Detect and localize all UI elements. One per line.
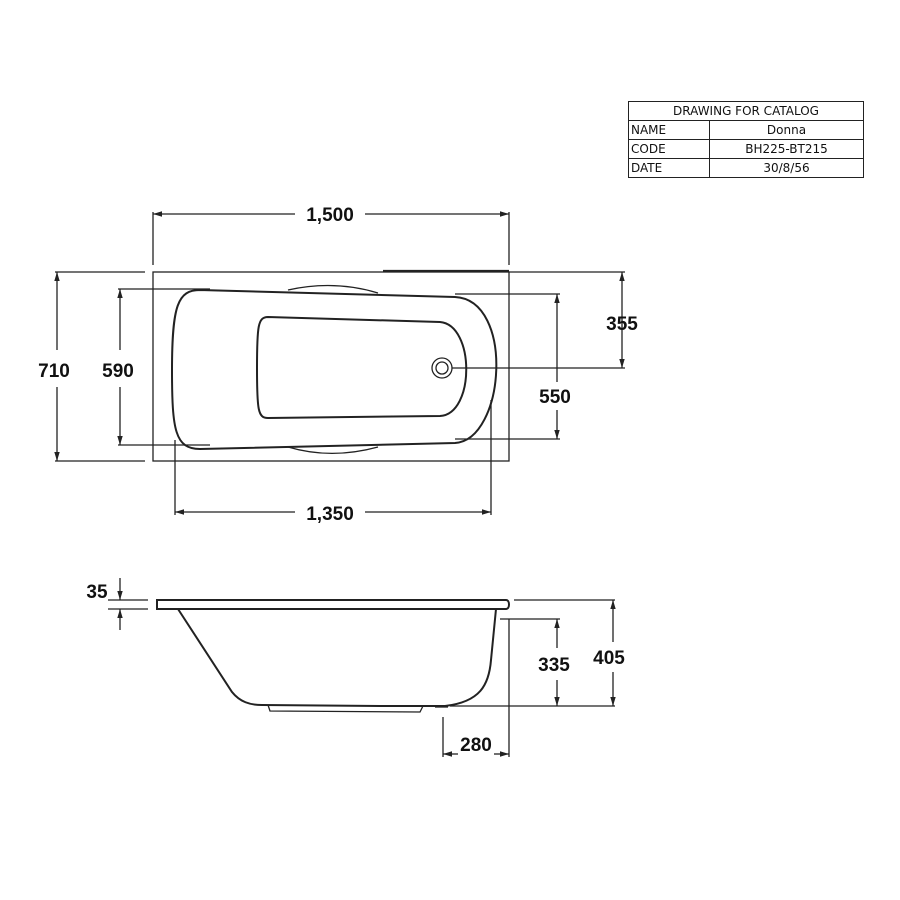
drain-inner [435,361,449,375]
code-label: CODE [628,139,710,159]
side-body [177,608,497,707]
title-block-row-date: DATE 30/8/56 [628,158,864,178]
basin-floor [255,315,468,420]
code-value: BH225-BT215 [709,139,864,159]
title-block: DRAWING FOR CATALOG NAME Donna CODE BH22… [628,101,864,178]
dim-overall-height: 405 [593,648,625,669]
dim-inner-depth: 335 [538,655,570,676]
dim-overall-width: 710 [38,361,70,382]
title-block-row-name: NAME Donna [628,120,864,140]
dim-basin-width: 550 [539,387,571,408]
side-view: 35 335 405 280 [86,578,625,757]
date-label: DATE [628,158,710,178]
title-block-row-code: CODE BH225-BT215 [628,139,864,159]
dim-rim-thickness: 35 [86,582,108,603]
side-base-pad [267,704,424,713]
side-rim [156,599,510,610]
plan-view: 1,500 1,350 710 590 355 550 [38,205,638,525]
basin-outline [170,288,498,451]
dim-overall-length: 1,500 [306,205,354,226]
armrest-bottom [287,446,379,455]
dim-inner-width: 590 [102,361,134,382]
dim-drain-offset: 355 [606,314,638,335]
armrest-top [287,284,379,294]
dim-drain-distance: 280 [460,735,492,756]
date-value: 30/8/56 [709,158,864,178]
drain-outer [431,357,453,379]
plan-outer-rim [152,271,510,462]
dim-inner-length: 1,350 [306,504,354,525]
